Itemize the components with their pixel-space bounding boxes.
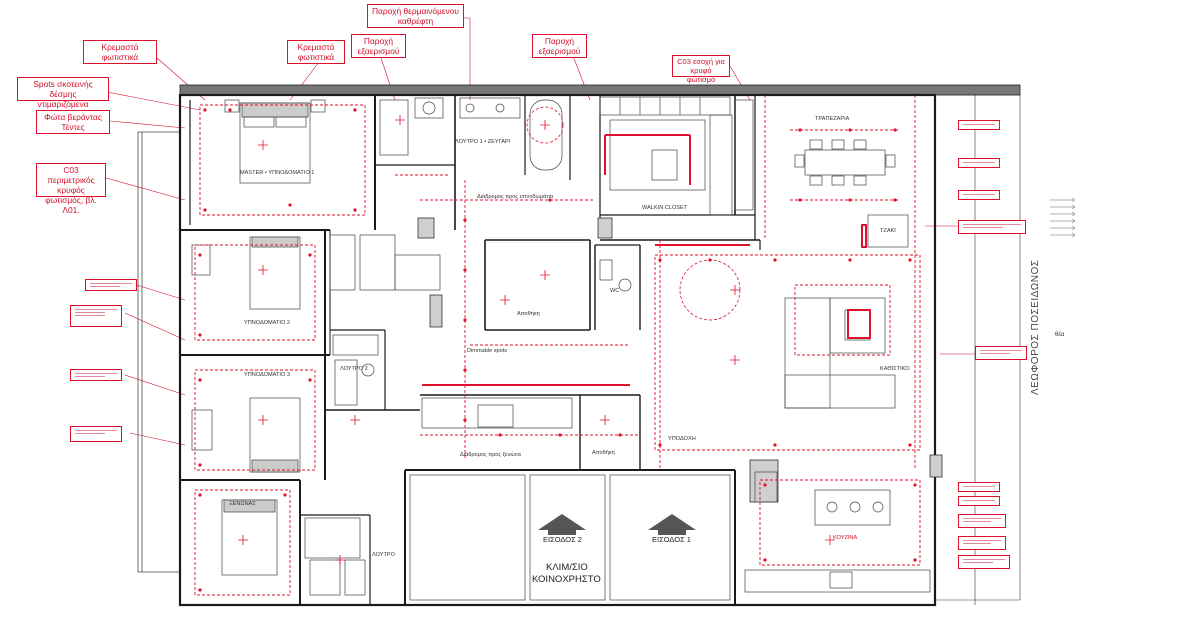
top-facade <box>179 84 1021 96</box>
callout-paroxi-thermainomenou: Παροχή θερμαινόμενου καθρέφτη <box>367 4 464 28</box>
room-label-tzaki: ΤΖΑΚΙ <box>880 228 896 234</box>
room-label-loutro: ΛΟΥΤΡΟ <box>372 552 396 558</box>
room-label-kouzina: ΚΟΥΖΙΝΑ <box>833 535 858 541</box>
room-label-kathistiko: ΚΑΘΙΣΤΙΚΟ <box>880 366 910 372</box>
pillars <box>417 217 943 503</box>
label-klimsio: ΚΛΙΜ/ΣΙΟ <box>546 562 588 573</box>
room-label-ypnodomatio2: ΥΠΝΟΔΟΜΑΤΙΟ 2 <box>244 320 290 326</box>
label-diadromos-xenona: Διάδρομος προς ξενώνα <box>460 452 521 458</box>
callout-c03-esoxi: C03 εσοχή για κρυφό φωτισμό <box>672 55 730 84</box>
small-callout <box>958 220 1026 234</box>
small-callout <box>958 482 1000 492</box>
small-callout <box>70 305 122 327</box>
small-callout <box>958 120 1000 130</box>
small-callout <box>958 190 1000 200</box>
entrance-arrows <box>538 514 696 535</box>
room-label-master: MASTER • ΥΠΝΟΔΟΜΑΤΙΟ 1 <box>240 170 315 176</box>
pendant-circles <box>526 106 741 321</box>
label-eisodos-2: ΕΙΣΟΔΟΣ 2 <box>543 535 582 544</box>
callout-spots-skoteinis: Spots σκοτεινής δέσμης ντιμαριζόμενα <box>17 77 109 109</box>
callout-kremasta-2: Κρεμαστά φωτιστικά <box>287 40 345 64</box>
label-dimmable-spots: Dimmable spots <box>467 348 508 354</box>
small-callout <box>958 536 1006 550</box>
room-label-trapezaria: ΤΡΑΠΕΖΑΡΙΑ <box>815 116 850 122</box>
label-diadromos-ypnodomatia: Διάδρομος προς υπνοδωμάτια <box>477 194 554 200</box>
small-callout <box>958 514 1006 528</box>
callout-paroxi-exaerismou-1: Παροχή εξαερισμού <box>351 34 406 58</box>
label-koinoxristo: ΚΟΙΝΟΧΡΗΣΤΟ <box>532 574 601 585</box>
lighting-solid <box>422 134 871 386</box>
label-eisodos-1: ΕΙΣΟΔΟΣ 1 <box>652 535 691 544</box>
room-label-loutro2: ΛΟΥΤΡΟ 2 <box>340 366 368 372</box>
callout-paroxi-exaerismou-2: Παροχή εξαερισμού <box>532 34 587 58</box>
callout-kremasta-1: Κρεμαστά φωτιστικά <box>83 40 157 64</box>
small-callout <box>70 369 122 381</box>
spot-dots <box>198 108 917 592</box>
callout-c03-perimetrikos: C03 περιμετρικός κρυφός φωτισμός, βλ. Λ0… <box>36 163 106 215</box>
room-label-ypnodomatio3: ΥΠΝΟΔΟΜΑΤΙΟ 3 <box>244 372 290 378</box>
label-thea: θέα <box>1055 332 1065 338</box>
small-callout <box>958 555 1010 569</box>
furniture <box>191 96 931 601</box>
room-label-ypodoxi: ΥΠΟΔΟΧΗ <box>668 436 696 442</box>
room-label-wc: WC <box>610 288 620 294</box>
small-callout <box>70 426 122 442</box>
small-callout <box>958 158 1000 168</box>
street-arrows <box>1050 197 1076 238</box>
room-label-apothiki-1: Αποθήκη <box>517 311 540 317</box>
small-callout <box>958 496 1000 506</box>
callout-fota-verantas: Φώτα βεράντας Τέντες <box>36 110 110 134</box>
room-label-loutro1: ΛΟΥΤΡΟ 1 • ΖΕΥΓΑΡΙ <box>455 139 511 145</box>
room-label-xenonas: ΞΕΝΩΝΑΣ <box>229 501 256 507</box>
balcony-left <box>137 131 181 573</box>
small-callout <box>975 346 1027 360</box>
small-callout <box>85 279 137 291</box>
room-label-walkin: WALKIN CLOSET <box>642 205 688 211</box>
room-label-apothiki-2: Αποθήκη <box>592 450 615 456</box>
spot-fixtures <box>238 115 835 565</box>
walls <box>178 93 937 607</box>
leader-lines <box>105 17 975 446</box>
street-name: ΛΕΩΦΟΡΟΣ ΠΟΣΕΙΔΩΝΟΣ <box>1030 259 1041 395</box>
